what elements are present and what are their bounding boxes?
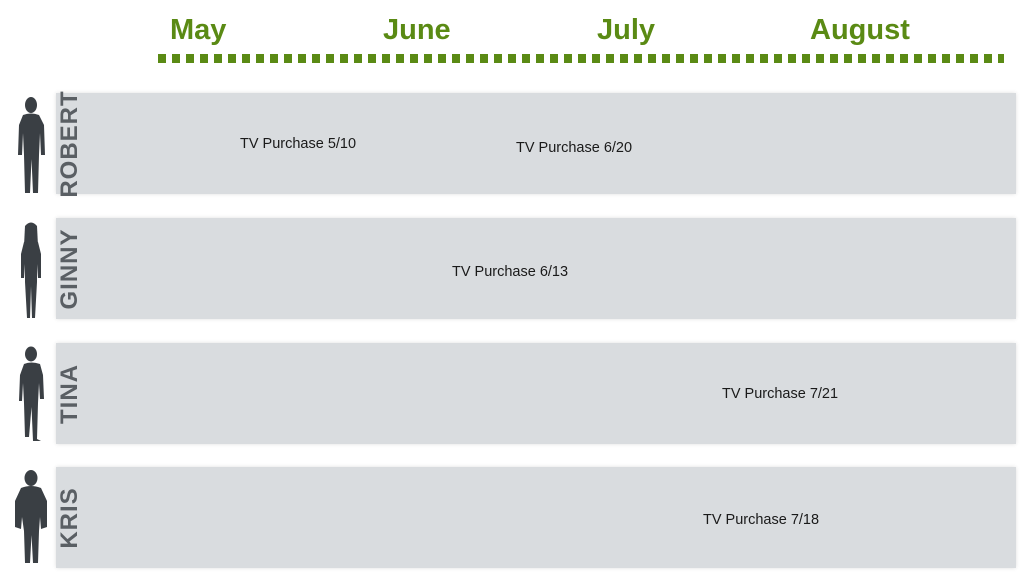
lane-tina: TINA TV Purchase 7/21 bbox=[14, 343, 1016, 444]
person-name-text: GINNY bbox=[56, 227, 83, 310]
event-label: TV Purchase 6/20 bbox=[516, 140, 633, 156]
lane-robert: ROBERT TV Purchase 5/10 TV Purchase 6/20 bbox=[14, 89, 1016, 198]
person-silhouette-icon bbox=[14, 469, 48, 569]
event-label: TV Purchase 7/21 bbox=[722, 386, 839, 402]
person-name: KRIS bbox=[52, 467, 88, 568]
person-name: ROBERT bbox=[52, 89, 88, 198]
timeline-dashed-divider bbox=[158, 54, 1004, 63]
person-silhouette-icon bbox=[14, 220, 48, 320]
person-name: GINNY bbox=[52, 218, 88, 319]
person-silhouette-icon bbox=[14, 345, 48, 445]
lane-background bbox=[56, 467, 1016, 568]
lane-kris: KRIS TV Purchase 7/18 bbox=[14, 467, 1016, 568]
person-name-text: ROBERT bbox=[56, 89, 83, 198]
person-name-text: KRIS bbox=[56, 486, 83, 549]
event-label: TV Purchase 5/10 bbox=[240, 136, 357, 152]
month-label-august: August bbox=[810, 14, 910, 46]
event-label: TV Purchase 6/13 bbox=[452, 264, 569, 280]
lane-background bbox=[56, 343, 1016, 444]
lane-background bbox=[56, 218, 1016, 319]
person-name: TINA bbox=[52, 343, 88, 444]
month-label-july: July bbox=[597, 14, 656, 46]
lane-background bbox=[56, 93, 1016, 194]
lane-ginny: GINNY TV Purchase 6/13 bbox=[14, 218, 1016, 319]
event-label: TV Purchase 7/18 bbox=[703, 512, 820, 528]
person-silhouette-icon bbox=[14, 95, 48, 195]
month-label-may: May bbox=[170, 14, 227, 46]
person-name-text: TINA bbox=[56, 363, 83, 424]
month-label-june: June bbox=[383, 14, 451, 46]
